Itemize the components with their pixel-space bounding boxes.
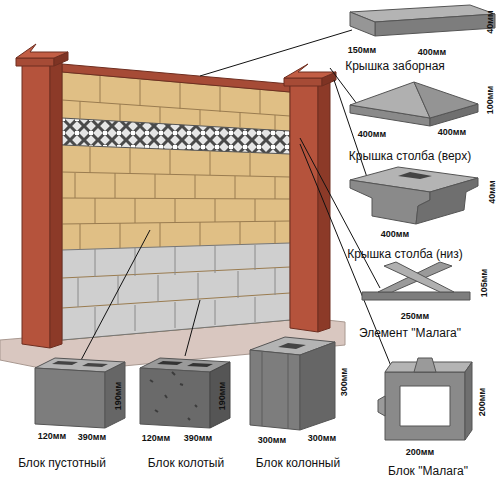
dimension-label: 190мм (218, 382, 227, 410)
pillar-side (318, 80, 330, 332)
part-hole (52, 361, 78, 365)
part-base (362, 292, 470, 300)
part-name: Крышка заборная (345, 60, 445, 72)
part-face (414, 82, 478, 118)
part-frame (385, 372, 465, 440)
pillar-side (50, 58, 62, 348)
part-name: Блок "Малага" (388, 465, 468, 477)
pillar-front (290, 84, 318, 332)
dimension-label: 250мм (401, 312, 429, 321)
dimension-label: 120мм (142, 434, 170, 443)
dimension-label: 105мм (480, 269, 489, 297)
pillar-cap-low (16, 58, 54, 66)
part-name: Крышка столба (низ) (347, 248, 463, 260)
part-side (210, 362, 230, 428)
part-front (140, 368, 210, 428)
pillar-front (22, 62, 50, 348)
part-side (300, 342, 335, 430)
part-name: Элемент "Малага" (359, 327, 461, 339)
part-name: Крышка столба (верх) (349, 150, 471, 162)
part-name: Блок колонный (256, 457, 340, 469)
dimension-label: 200мм (478, 388, 487, 416)
part-side (465, 362, 472, 440)
part-hole (157, 361, 183, 365)
block-joints (62, 100, 290, 308)
block-joints-vertical (75, 76, 275, 249)
dimension-label: 400мм (438, 128, 466, 137)
pillar-cap-top (284, 64, 336, 78)
part-side (416, 178, 478, 224)
dimension-label: 400мм (418, 48, 446, 57)
wall-coping (62, 64, 290, 92)
dimension-label: 400мм (381, 230, 409, 239)
part-knob (414, 358, 436, 372)
dimension-label: 300мм (258, 436, 286, 445)
dimension-label: 300мм (308, 434, 336, 443)
part-side (105, 362, 125, 428)
dimension-label: 150мм (348, 46, 376, 55)
part-bar (384, 262, 454, 292)
malaga-band (62, 118, 290, 154)
dimension-label: 190мм (114, 382, 123, 410)
part-hole (278, 343, 306, 349)
dimension-label: 390мм (78, 433, 106, 442)
pillar-cap-low (284, 78, 322, 86)
dimension-label: 120мм (38, 432, 66, 441)
part-front (250, 350, 300, 430)
part-side (350, 12, 375, 36)
dimension-label: 400мм (358, 130, 386, 139)
wall-face (62, 72, 290, 340)
base-joints (78, 245, 275, 335)
part-front (375, 14, 495, 36)
dimension-label: 40мм (488, 180, 497, 203)
part-hole (400, 386, 450, 426)
part-hole (82, 363, 108, 367)
part-knob (378, 396, 385, 416)
chipped-base (62, 243, 290, 340)
dimension-label: 100мм (486, 86, 495, 114)
part-front (35, 368, 105, 428)
part-name: Блок пустотный (18, 457, 106, 469)
chip-texture (150, 372, 197, 420)
part-hole (187, 363, 213, 367)
pillar-cap-top (16, 44, 68, 58)
dimension-label: 40мм (486, 10, 495, 33)
leader-line (80, 30, 400, 388)
part-name: Блок колотый (148, 457, 224, 469)
part-groove (262, 352, 288, 429)
part-hole (398, 172, 432, 179)
dimension-label: 390мм (184, 434, 212, 443)
dimension-label: 300мм (340, 368, 349, 396)
dimension-label: 200мм (406, 448, 434, 457)
